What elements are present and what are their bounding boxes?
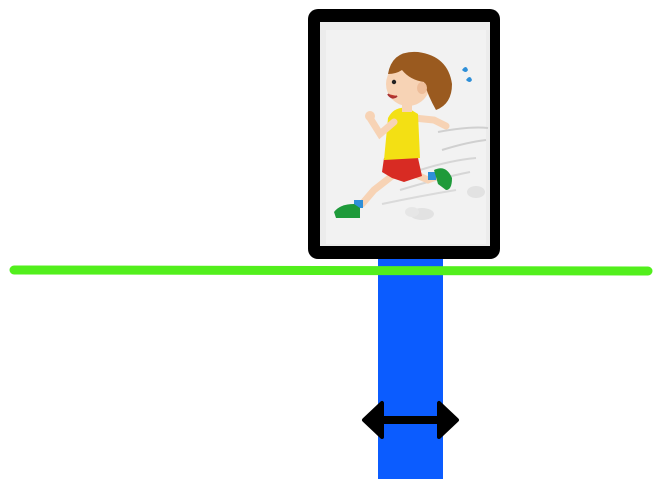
green-line (14, 270, 648, 271)
eye (392, 80, 396, 84)
sign-board (308, 9, 500, 259)
back-sock (428, 172, 436, 180)
ear (417, 82, 427, 94)
dust-cloud (405, 207, 419, 217)
blue-post (378, 252, 443, 479)
shirt (384, 108, 420, 160)
dust-cloud (467, 186, 485, 198)
front-hand (365, 111, 375, 121)
